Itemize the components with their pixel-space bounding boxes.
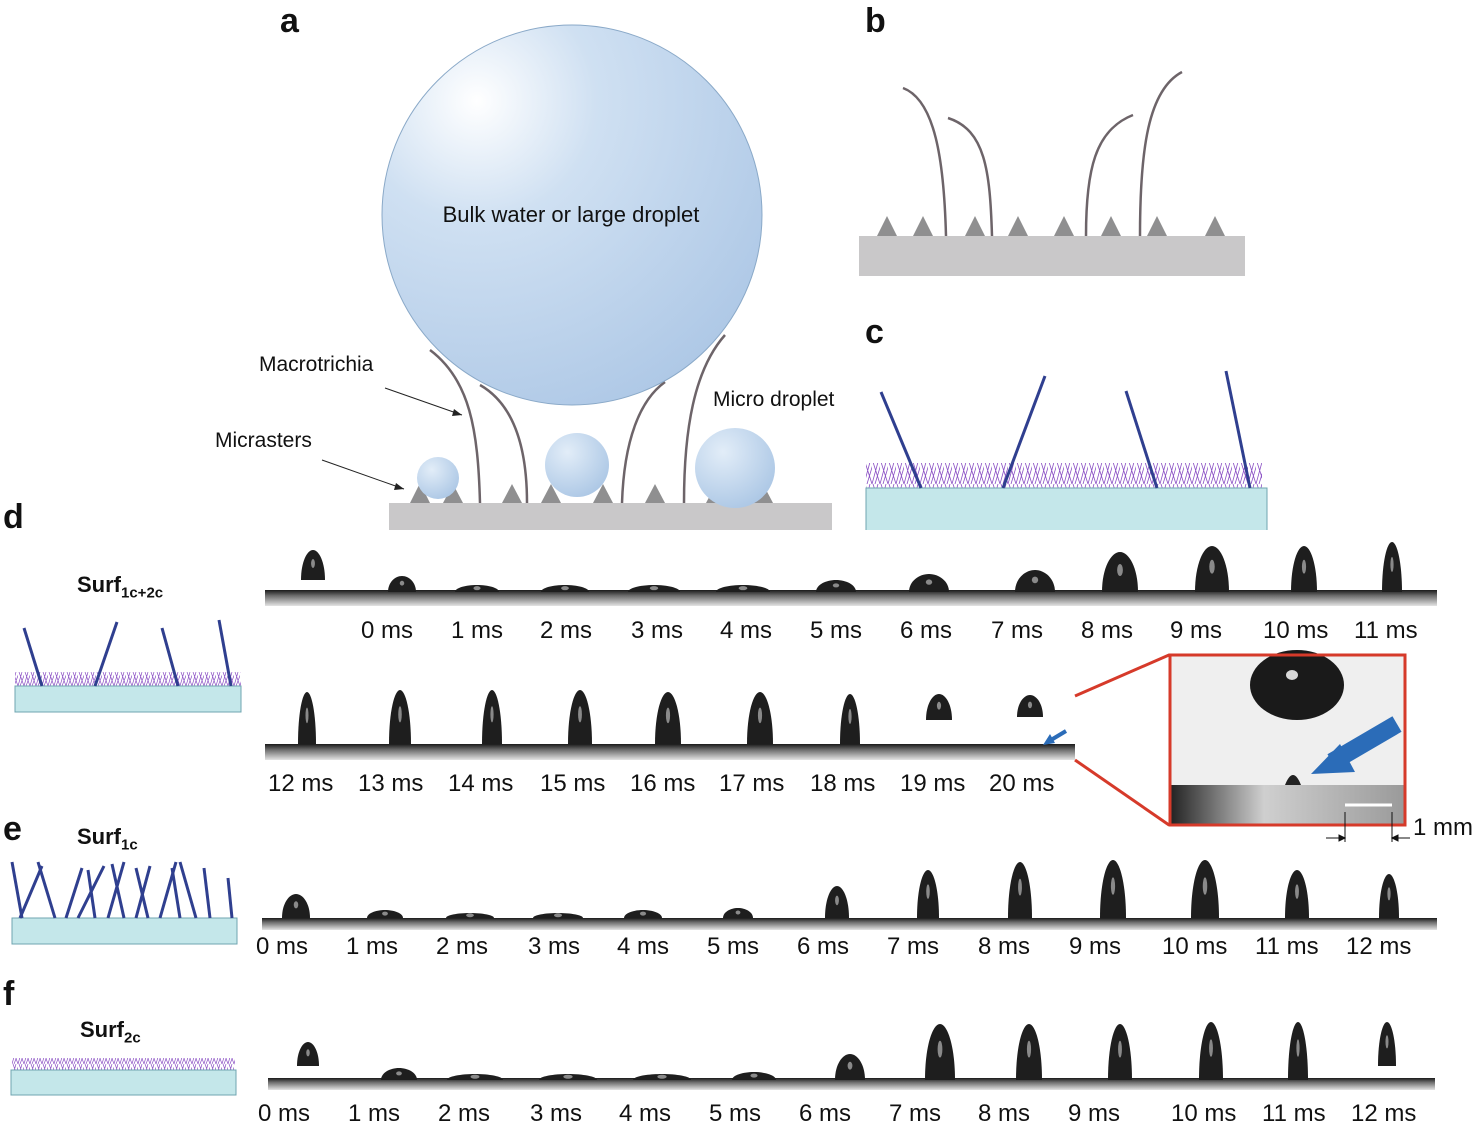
- micro-droplet-3: [695, 428, 775, 508]
- micro-droplet-1: [417, 457, 459, 499]
- scale-bar-label: 1 mm: [1413, 814, 1473, 841]
- panel-label-d: d: [3, 498, 24, 536]
- time-label: 15 ms: [540, 770, 606, 797]
- small-arrow-blue-icon: [1043, 729, 1068, 745]
- time-label: 8 ms: [978, 933, 1031, 960]
- substrate-b: [859, 236, 1245, 276]
- time-label: 8 ms: [978, 1100, 1031, 1127]
- substrate-c: [865, 487, 1268, 536]
- time-label: 4 ms: [720, 617, 773, 644]
- panel-label-b: b: [865, 2, 886, 40]
- time-label: 4 ms: [617, 933, 670, 960]
- time-label: 11 ms: [1354, 617, 1418, 644]
- surf-1c2c-schematic: [14, 619, 242, 713]
- time-label: 14 ms: [448, 770, 514, 797]
- time-label: 6 ms: [799, 1100, 852, 1127]
- time-label: 16 ms: [630, 770, 696, 797]
- time-label: 8 ms: [1081, 617, 1134, 644]
- time-label: 1 ms: [346, 933, 399, 960]
- time-label: 11 ms: [1262, 1100, 1326, 1127]
- time-label: 2 ms: [438, 1100, 491, 1127]
- micro-droplet-2: [545, 433, 609, 497]
- time-label: 1 ms: [451, 617, 504, 644]
- surf-1c2c-label: Surf1c+2c: [77, 572, 164, 602]
- scale-bar-ticks: [1326, 812, 1410, 842]
- macrotrichia-label: Macrotrichia: [259, 353, 374, 376]
- panel-label-c: c: [865, 313, 884, 351]
- time-label: 2 ms: [436, 933, 489, 960]
- image-strips: [262, 530, 1437, 1090]
- surf-1c-label: Surf1c: [77, 824, 138, 854]
- time-label: 5 ms: [709, 1100, 762, 1127]
- time-label: 18 ms: [810, 770, 876, 797]
- time-label: 10 ms: [1171, 1100, 1237, 1127]
- time-label: 4 ms: [619, 1100, 672, 1127]
- panel-label-e: e: [3, 810, 22, 848]
- arrow-blue-icon: [1311, 716, 1402, 774]
- strip-d-row1: [265, 590, 1437, 606]
- time-label: 6 ms: [797, 933, 850, 960]
- bulk-water-label: Bulk water or large droplet: [442, 202, 700, 227]
- fibers-c: [879, 370, 1252, 489]
- time-label: 9 ms: [1069, 933, 1122, 960]
- time-label: 0 ms: [256, 933, 309, 960]
- time-label: 10 ms: [1162, 933, 1228, 960]
- bulk-droplet: [381, 24, 763, 406]
- panel-a-diagram: [321, 24, 832, 535]
- surf-2c-label: Surf2c: [80, 1017, 141, 1047]
- surf-1c-schematic: [10, 861, 238, 945]
- panel-c-diagram: [865, 370, 1268, 536]
- time-label: 3 ms: [631, 617, 684, 644]
- time-label: 7 ms: [887, 933, 940, 960]
- time-label: 9 ms: [1170, 617, 1223, 644]
- time-label: 0 ms: [258, 1100, 311, 1127]
- panel-label-f: f: [3, 975, 15, 1013]
- time-label: 3 ms: [530, 1100, 583, 1127]
- time-label: 13 ms: [358, 770, 424, 797]
- time-label: 20 ms: [989, 770, 1055, 797]
- time-label: 3 ms: [528, 933, 581, 960]
- panel-b-diagram: [859, 70, 1245, 276]
- time-label: 10 ms: [1263, 617, 1329, 644]
- time-label: 7 ms: [991, 617, 1044, 644]
- time-label: 1 ms: [348, 1100, 401, 1127]
- micro-droplet-label: Micro droplet: [713, 388, 835, 411]
- time-label: 6 ms: [900, 617, 953, 644]
- macrotrichia-b: [902, 70, 1183, 237]
- time-label: 11 ms: [1255, 933, 1319, 960]
- time-label: 17 ms: [719, 770, 785, 797]
- panel-label-a: a: [280, 2, 299, 40]
- time-label: 19 ms: [900, 770, 966, 797]
- strip-d-row2: [265, 744, 1075, 760]
- time-label: 2 ms: [540, 617, 593, 644]
- time-label: 7 ms: [889, 1100, 942, 1127]
- time-label: 9 ms: [1068, 1100, 1121, 1127]
- substrate-a: [389, 503, 832, 535]
- time-label: 12 ms: [268, 770, 334, 797]
- time-label: 5 ms: [707, 933, 760, 960]
- strip-e: [262, 918, 1437, 930]
- strip-f: [268, 1078, 1435, 1090]
- macrotrichia-a: [429, 334, 726, 504]
- time-label: 0 ms: [361, 617, 414, 644]
- time-label: 12 ms: [1346, 933, 1412, 960]
- time-label: 5 ms: [810, 617, 863, 644]
- time-label: 12 ms: [1351, 1100, 1417, 1127]
- surf-2c-schematic: [10, 1058, 237, 1096]
- micrasters-label: Micrasters: [215, 429, 312, 452]
- zoom-inset: [1074, 650, 1407, 827]
